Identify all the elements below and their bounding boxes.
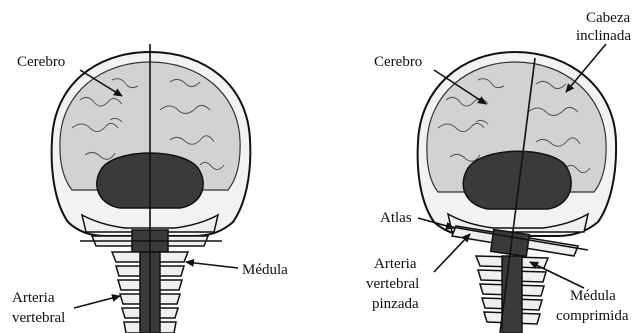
- right-label-arteria-2: vertebral: [366, 276, 419, 292]
- left-panel: Cerebro Médula Arteria vertebral: [12, 44, 288, 333]
- right-label-atlas: Atlas: [380, 210, 412, 226]
- right-panel: Cerebro Cabeza inclinada Atlas Arteria v…: [366, 10, 631, 333]
- left-label-cerebro: Cerebro: [17, 54, 65, 70]
- right-leader-arteria: [434, 234, 470, 272]
- right-label-cerebro: Cerebro: [374, 54, 422, 70]
- right-label-cabeza-2: inclinada: [576, 28, 631, 44]
- left-label-medula: Médula: [242, 262, 288, 278]
- left-leader-arteria: [74, 296, 120, 308]
- right-label-arteria-1: Arteria: [374, 256, 417, 272]
- left-leader-medula: [186, 262, 238, 268]
- right-label-arteria-3: pinzada: [372, 296, 419, 312]
- right-label-cabeza-1: Cabeza: [586, 10, 630, 26]
- right-cervical-spine: [476, 256, 548, 333]
- right-label-medula-1: Médula: [570, 288, 616, 304]
- left-label-arteria-2: vertebral: [12, 310, 65, 326]
- right-label-medula-2: comprimida: [556, 308, 629, 324]
- left-label-arteria-1: Arteria: [12, 290, 55, 306]
